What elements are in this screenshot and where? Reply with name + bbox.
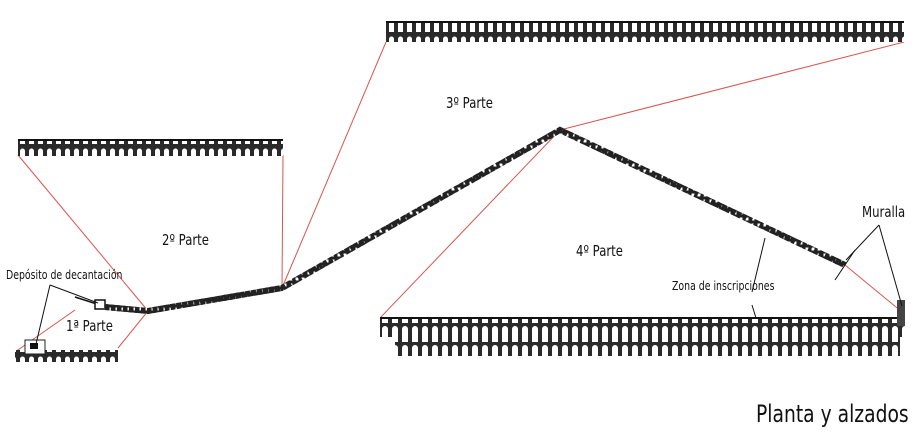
label-parte-3: 3º Parte xyxy=(446,94,493,112)
label-parte-4: 4º Parte xyxy=(576,242,623,260)
elevation-part-1 xyxy=(15,339,118,362)
leader-lines xyxy=(35,224,903,345)
elevation-part-3 xyxy=(386,21,904,42)
label-parte-1: 1ª Parte xyxy=(66,317,113,335)
plan-channel xyxy=(74,126,847,315)
diagram-title: Planta y alzados xyxy=(756,400,909,428)
label-parte-2: 2º Parte xyxy=(162,231,209,249)
projection-lines xyxy=(14,41,905,353)
label-zona-inscripciones: Zona de inscripciones xyxy=(672,279,775,293)
elevation-part-2 xyxy=(18,139,283,156)
elevation-part-4 xyxy=(380,300,905,356)
label-deposito: Depósito de decantación xyxy=(6,268,123,282)
label-muralla: Muralla xyxy=(862,203,906,221)
